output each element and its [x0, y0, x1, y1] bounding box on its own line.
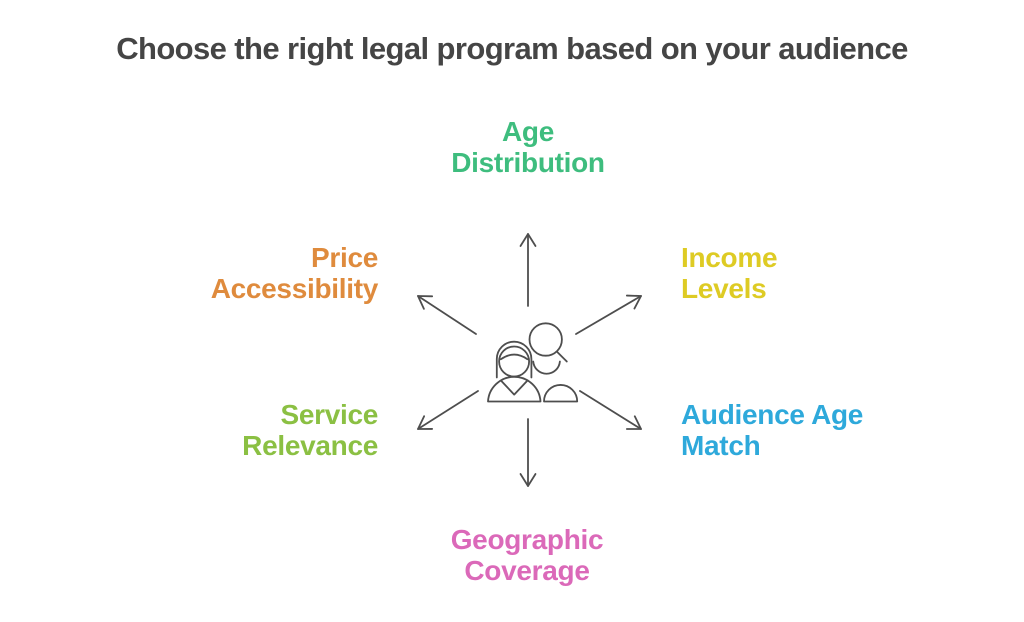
two-people-audience-icon — [487, 322, 579, 403]
woman-hair — [495, 340, 533, 379]
woman-head — [498, 345, 530, 378]
arrow-upper-right — [575, 294, 642, 335]
woman-collar — [500, 380, 528, 396]
radial-arrows-diagram — [417, 233, 642, 487]
label-age-distribution: Age Distribution — [451, 116, 605, 178]
label-price-accessibility: Price Accessibility — [210, 242, 379, 304]
page-title: Choose the right legal program based on … — [116, 31, 908, 66]
back-person-head — [528, 322, 563, 357]
woman-fringe — [499, 353, 529, 361]
label-audience-age-match: Audience Age Match — [681, 399, 864, 461]
back-person-neck-line — [556, 351, 568, 363]
arrow-lower-left — [417, 390, 479, 430]
arrow-lower-right — [579, 390, 642, 430]
arrow-upper-left — [417, 295, 477, 335]
label-geographic-coverage: Geographic Coverage — [450, 524, 604, 586]
label-service-relevance: Service Relevance — [242, 399, 378, 461]
woman-shoulders — [487, 376, 542, 403]
back-person-shoulders — [543, 384, 579, 403]
label-income-levels: Income Levels — [681, 242, 778, 304]
back-person-chin-arc — [532, 360, 561, 375]
